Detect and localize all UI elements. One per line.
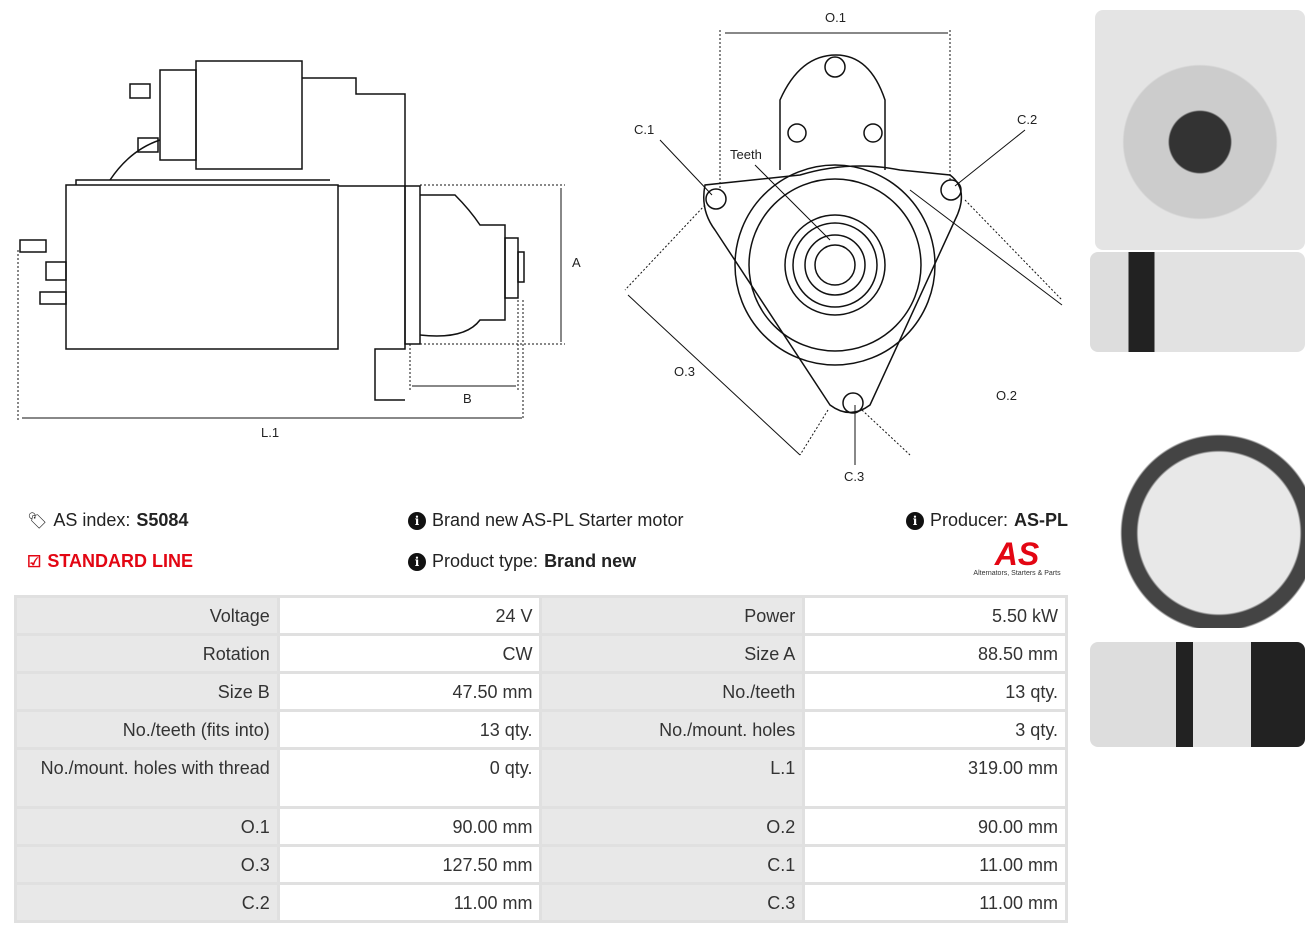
spec-label: L.1 (539, 747, 806, 809)
product-photo-side[interactable] (1090, 252, 1305, 352)
label-o2: O.2 (996, 388, 1017, 403)
spec-value: 11.00 mm (276, 882, 543, 923)
spec-label: C.1 (539, 844, 806, 885)
as-index-value: S5084 (136, 510, 189, 530)
spec-label: O.3 (14, 844, 280, 885)
spec-label: C.3 (539, 882, 806, 923)
spec-label: No./teeth (539, 671, 806, 712)
product-type: i Product type: Brand new (408, 551, 636, 572)
spec-label: O.1 (14, 806, 280, 847)
spec-value: 5.50 kW (802, 595, 1068, 636)
description-text: Brand new AS-PL Starter motor (432, 510, 684, 530)
spec-value: 11.00 mm (802, 844, 1068, 885)
as-index: 🏷 AS index: S5084 (27, 510, 188, 531)
producer: i Producer: AS-PL (906, 510, 1068, 531)
checkbox-icon: ☑ (27, 553, 42, 571)
producer-value: AS-PL (1014, 510, 1069, 530)
spec-value: 90.00 mm (276, 806, 543, 847)
spec-value: 13 qty. (802, 671, 1068, 712)
spec-value: 11.00 mm (802, 882, 1068, 923)
description: i Brand new AS-PL Starter motor (408, 510, 683, 531)
front-view-drawing: O.1 C.1 C.2 Teeth O.3 O.2 C.3 (624, 10, 1063, 484)
logo-mark: AS (966, 538, 1068, 570)
logo-tagline: Alternators, Starters & Parts (973, 570, 1061, 577)
spec-value: 319.00 mm (802, 747, 1068, 809)
spec-label: C.2 (14, 882, 280, 923)
spec-label: Voltage (14, 595, 280, 636)
spec-value: 127.50 mm (276, 844, 543, 885)
spec-label: No./mount. holes (539, 709, 806, 750)
spec-label: Size B (14, 671, 280, 712)
product-photo-front[interactable] (1095, 10, 1305, 250)
spec-label: Rotation (14, 633, 280, 674)
spec-row: No./teeth (fits into)13 qty.No./mount. h… (14, 709, 1068, 750)
spec-label: Size A (539, 633, 806, 674)
producer-label: Producer: (930, 510, 1009, 530)
line-label: STANDARD LINE (47, 551, 194, 571)
product-type-value: Brand new (544, 551, 637, 571)
spec-value: 3 qty. (802, 709, 1068, 750)
side-view-drawing: A B L.1 (17, 60, 581, 440)
standard-line: ☑ STANDARD LINE (27, 551, 193, 572)
label-c1: C.1 (634, 122, 654, 137)
product-photo-side-2[interactable] (1090, 642, 1305, 747)
spec-label: No./teeth (fits into) (14, 709, 280, 750)
product-photo-rear[interactable] (1090, 378, 1305, 628)
label-o1: O.1 (825, 10, 846, 25)
info-icon: i (408, 552, 426, 571)
spec-value: 24 V (276, 595, 543, 636)
spec-value: 0 qty. (276, 747, 543, 809)
spec-value: CW (276, 633, 543, 674)
product-type-label: Product type: (432, 551, 539, 571)
spec-value: 90.00 mm (802, 806, 1068, 847)
spec-value: 13 qty. (276, 709, 543, 750)
spec-value: 88.50 mm (802, 633, 1068, 674)
spec-label: Power (539, 595, 806, 636)
label-c2: C.2 (1017, 112, 1037, 127)
tags-icon: 🏷 (27, 512, 48, 530)
spec-label: No./mount. holes with thread (14, 747, 280, 809)
as-pl-logo: AS Alternators, Starters & Parts (966, 538, 1068, 577)
info-icon: i (906, 511, 924, 530)
label-a: A (572, 255, 581, 270)
spec-value: 47.50 mm (276, 671, 543, 712)
info-icon: i (408, 511, 426, 530)
label-c3: C.3 (844, 469, 864, 484)
label-o3: O.3 (674, 364, 695, 379)
label-b: B (463, 391, 472, 406)
as-index-label: AS index: (53, 510, 131, 530)
label-teeth: Teeth (730, 147, 762, 162)
spec-label: O.2 (539, 806, 806, 847)
label-l1: L.1 (261, 425, 279, 440)
